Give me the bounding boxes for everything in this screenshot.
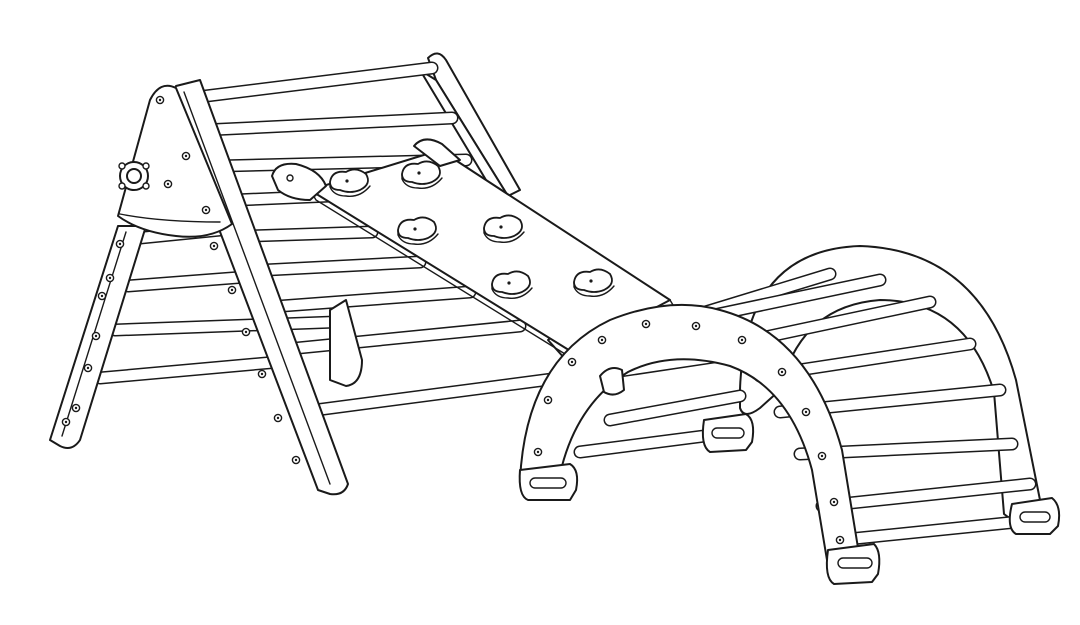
climbing-hold: [491, 270, 533, 299]
bolt: [241, 327, 251, 337]
rung: [275, 285, 477, 313]
triangle-back-panel: [419, 52, 521, 201]
bolt: [273, 413, 283, 423]
rung: [833, 513, 1043, 547]
arch-foot-grip: [825, 543, 881, 585]
rung: [309, 371, 567, 417]
climbing-arch: [518, 245, 1061, 585]
arch-foot-grip: [1008, 497, 1061, 535]
bolt: [115, 239, 125, 249]
bolt: [83, 363, 93, 373]
rung: [93, 355, 285, 385]
bolt: [105, 273, 115, 283]
bolt: [817, 451, 827, 461]
adjustment-knob-icon[interactable]: [118, 161, 150, 191]
climbing-hold: [573, 268, 615, 297]
triangle-front-panel: [117, 84, 233, 238]
bolt: [209, 241, 219, 251]
bolt: [227, 285, 237, 295]
climbing-hold: [329, 168, 371, 197]
climbing-hold: [397, 216, 439, 245]
climbing-hold: [401, 160, 443, 189]
bolt: [801, 407, 811, 417]
bolt: [181, 151, 191, 161]
arch-foot-grip: [701, 413, 755, 453]
bolt: [155, 95, 165, 105]
bolt: [97, 291, 107, 301]
triangle-bolts: [61, 95, 301, 465]
bolt: [533, 447, 543, 457]
bolt: [691, 321, 701, 331]
climbing-ramp: [271, 138, 677, 363]
arch-foot-grip: [518, 463, 579, 501]
bolt: [71, 403, 81, 413]
climbing-hold: [483, 214, 525, 243]
bolt: [567, 357, 577, 367]
rung: [108, 315, 343, 337]
rung: [573, 427, 727, 459]
arch-bolts: [533, 319, 845, 545]
bolt: [737, 335, 747, 345]
bolt: [835, 535, 845, 545]
bolt: [543, 395, 553, 405]
ramp-hook: [271, 138, 461, 201]
bolt: [201, 205, 211, 215]
rung: [198, 111, 459, 137]
triangle-rungs: [183, 61, 567, 417]
bolt: [257, 369, 267, 379]
rung: [815, 477, 1037, 513]
rung: [603, 389, 747, 427]
bolt: [597, 335, 607, 345]
bolt: [91, 331, 101, 341]
bolt: [291, 455, 301, 465]
rung: [121, 269, 265, 293]
rung: [259, 255, 427, 277]
rung: [183, 61, 439, 105]
rung: [693, 273, 887, 325]
bolt: [61, 417, 71, 427]
bolt: [829, 497, 839, 507]
bolt: [163, 179, 173, 189]
climbing-holds: [329, 160, 615, 299]
rung: [245, 225, 379, 243]
bolt: [777, 367, 787, 377]
climbing-triangle: [49, 52, 573, 496]
bolt: [641, 319, 651, 329]
